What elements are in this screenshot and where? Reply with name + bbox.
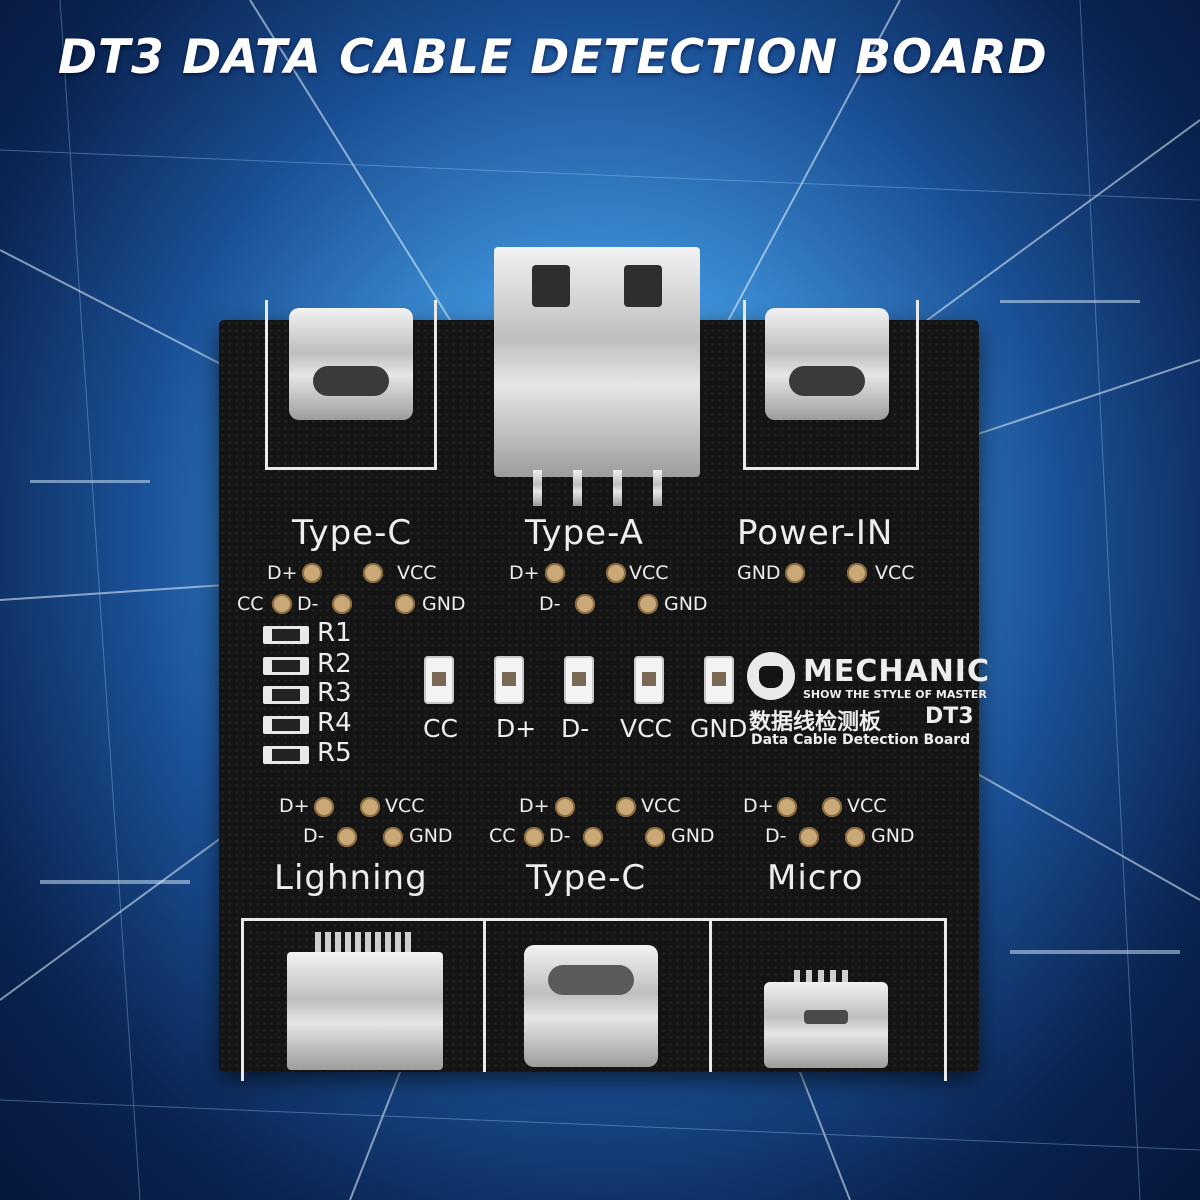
- resistor-label: R5: [317, 738, 352, 768]
- top-type-c-title: Type-C: [292, 513, 413, 553]
- led-label: GND: [690, 714, 748, 743]
- power-in-type-c-port[interactable]: [765, 308, 889, 420]
- type-a-pin-label: D-: [539, 593, 561, 615]
- led-indicator: [566, 658, 592, 702]
- power-in-title: Power-IN: [737, 513, 894, 553]
- type-a-usb-port[interactable]: [494, 247, 700, 477]
- power-in-port-outline: [743, 300, 919, 470]
- resistor-label: R2: [317, 649, 352, 679]
- lightning-pin-label: D-: [303, 825, 325, 847]
- product-name-english: Data Cable Detection Board: [751, 732, 971, 748]
- mechanic-logo-icon: [747, 652, 795, 700]
- power-in-pad[interactable]: [785, 563, 805, 583]
- bottom-type-c-pin-label: D-: [549, 825, 571, 847]
- type-a-pin-label: GND: [664, 593, 708, 615]
- bottom-type-c-pad[interactable]: [524, 827, 544, 847]
- led-label: D-: [561, 714, 590, 743]
- lightning-pad[interactable]: [383, 827, 403, 847]
- type-a-pad[interactable]: [545, 563, 565, 583]
- resistor-label: R3: [317, 678, 352, 708]
- detection-board: Type-C Type-A Power-IN D+ VCC CC D- GND …: [219, 247, 989, 1081]
- power-in-pin-label: VCC: [875, 562, 915, 584]
- resistor-label: R4: [317, 708, 352, 738]
- headline: DT3 DATA CABLE DETECTION BOARD: [58, 30, 1048, 85]
- micro-pad[interactable]: [799, 827, 819, 847]
- bottom-type-c-title: Type-C: [526, 858, 647, 898]
- resistor-label: R1: [317, 618, 352, 648]
- type-a-pin-label: VCC: [629, 562, 669, 584]
- type-a-pin-label: D+: [509, 562, 540, 584]
- led-indicator: [636, 658, 662, 702]
- bottom-type-c-pad[interactable]: [616, 797, 636, 817]
- top-type-c-pad[interactable]: [272, 594, 292, 614]
- resistor: [263, 657, 309, 675]
- bottom-type-c-pin-label: D+: [519, 795, 550, 817]
- micro-pin-label: GND: [871, 825, 915, 847]
- power-in-pin-label: GND: [737, 562, 781, 584]
- lightning-pad[interactable]: [314, 797, 334, 817]
- led-indicator: [496, 658, 522, 702]
- resistor: [263, 716, 309, 734]
- lightning-pin-label: VCC: [385, 795, 425, 817]
- brand-name: MECHANIC: [803, 654, 990, 689]
- lightning-port[interactable]: [287, 932, 443, 1070]
- led-indicator: [706, 658, 732, 702]
- led-label: VCC: [620, 714, 673, 743]
- lightning-pad[interactable]: [337, 827, 357, 847]
- top-type-c-pad[interactable]: [395, 594, 415, 614]
- top-type-c-pad[interactable]: [302, 563, 322, 583]
- micro-pad[interactable]: [777, 797, 797, 817]
- top-type-c-port[interactable]: [289, 308, 413, 420]
- bottom-type-c-pad[interactable]: [645, 827, 665, 847]
- lightning-pin-label: GND: [409, 825, 453, 847]
- micro-pin-label: D-: [765, 825, 787, 847]
- micro-pad[interactable]: [845, 827, 865, 847]
- bottom-type-c-pad[interactable]: [583, 827, 603, 847]
- top-type-c-pin-label: VCC: [397, 562, 437, 584]
- led-label: CC: [423, 714, 458, 743]
- micro-usb-port[interactable]: [764, 970, 888, 1068]
- connector-divider: [483, 918, 486, 1072]
- power-in-pad[interactable]: [847, 563, 867, 583]
- led-label: D+: [496, 714, 537, 743]
- micro-pin-label: D+: [743, 795, 774, 817]
- lightning-pad[interactable]: [360, 797, 380, 817]
- resistor: [263, 626, 309, 644]
- micro-title: Micro: [767, 858, 864, 898]
- micro-pin-label: VCC: [847, 795, 887, 817]
- bottom-type-c-pad[interactable]: [555, 797, 575, 817]
- type-a-pins: [533, 470, 663, 506]
- bottom-connectors-outline: [241, 918, 947, 1081]
- micro-pad[interactable]: [822, 797, 842, 817]
- top-type-c-port-outline: [265, 300, 437, 470]
- type-a-pad[interactable]: [638, 594, 658, 614]
- bottom-type-c-pin-label: GND: [671, 825, 715, 847]
- type-a-pad[interactable]: [575, 594, 595, 614]
- type-a-pad[interactable]: [606, 563, 626, 583]
- top-type-c-pin-label: GND: [422, 593, 466, 615]
- led-indicator: [426, 658, 452, 702]
- top-type-c-pin-label: D-: [297, 593, 319, 615]
- top-type-c-pad[interactable]: [363, 563, 383, 583]
- top-type-c-pad[interactable]: [332, 594, 352, 614]
- bottom-type-c-pin-label: VCC: [641, 795, 681, 817]
- top-type-c-pin-label: D+: [267, 562, 298, 584]
- lightning-title: Lighning: [274, 858, 428, 898]
- top-type-c-pin-label: CC: [237, 593, 264, 615]
- lightning-pin-label: D+: [279, 795, 310, 817]
- type-a-title: Type-A: [525, 513, 644, 553]
- model-number: DT3: [925, 704, 974, 729]
- resistor: [263, 686, 309, 704]
- connector-divider: [709, 918, 712, 1072]
- resistor: [263, 746, 309, 764]
- bottom-type-c-port[interactable]: [524, 945, 658, 1067]
- bottom-type-c-pin-label: CC: [489, 825, 516, 847]
- brand-tagline: SHOW THE STYLE OF MASTER: [803, 688, 987, 701]
- product-name-chinese: 数据线检测板: [749, 710, 882, 735]
